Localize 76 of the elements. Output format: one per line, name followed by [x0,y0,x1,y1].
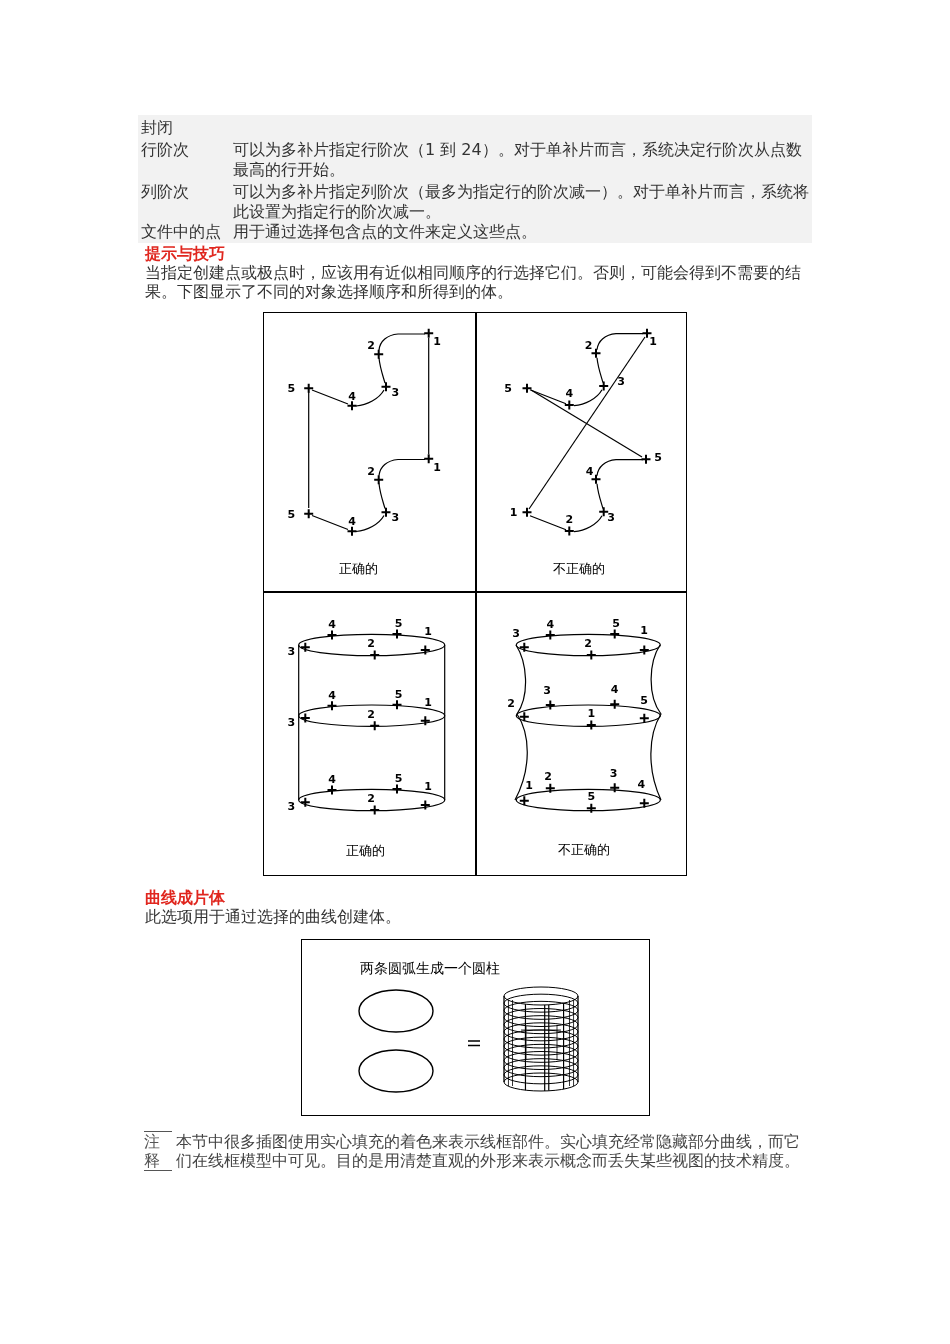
panel-caption: 不正确的 [553,561,605,577]
point-number: 2 [367,792,375,804]
point-number: 2 [584,637,592,649]
point-number: 2 [367,708,375,720]
point-number: 3 [287,800,296,812]
figure-panel [476,312,687,592]
point-number: 3 [391,386,400,398]
point-number: 3 [543,684,551,696]
point-number: 5 [287,508,296,520]
point-number: 1 [424,625,432,637]
point-number: 3 [609,767,618,779]
row-description: 可以为多补片指定行阶次（1 到 24）。对于单补片而言，系统决定行阶次从点数最高的行开始。 [233,140,803,180]
figure-panel [263,592,476,876]
row-label: 封闭 [141,118,173,138]
point-number: 1 [433,335,441,347]
row-label: 文件中的点 [141,222,221,242]
wireframe-cylinder-drawing [503,986,579,1092]
point-number: 3 [607,511,615,523]
point-number: 1 [649,335,657,347]
point-number: 5 [587,790,596,802]
row-description: 用于通过选择包含点的文件来定义这些点。 [233,222,537,242]
point-number: 1 [640,624,648,636]
point-number: 5 [394,617,403,629]
point-number: 4 [565,387,574,399]
point-number: 2 [367,637,375,649]
panel-caption: 正确的 [345,843,385,859]
point-number: 1 [424,780,432,792]
point-number: 4 [348,515,356,527]
point-number: 3 [391,511,400,523]
point-number: 2 [367,465,375,476]
row-label: 行阶次 [141,140,189,160]
point-number: 2 [584,339,593,351]
point-number: 5 [287,382,296,394]
point-number: 4 [348,390,356,402]
point-number: 2 [367,339,375,351]
arc-ellipse [358,1049,434,1093]
note-label: 注释 [144,1131,172,1171]
panel-caption: 正确的 [338,561,378,577]
point-number: 5 [640,694,648,706]
figure-panel [476,592,687,876]
point-number: 3 [287,645,296,657]
point-number: 4 [328,689,336,701]
point-number: 1 [525,779,533,791]
point-number: 3 [617,375,625,387]
point-number: 1 [587,707,596,719]
point-number: 5 [394,688,403,700]
point-number: 4 [328,618,336,630]
point-number: 5 [394,772,403,784]
point-number: 2 [544,770,552,782]
point-number: 1 [433,461,441,472]
body-paragraph: 此选项用于通过选择的曲线创建体。 [145,907,401,926]
point-number: 2 [507,697,515,709]
point-number: 2 [565,513,574,525]
point-number: 4 [585,465,594,477]
figure-title: 两条圆弧生成一个圆柱 [360,960,500,977]
point-number: 1 [424,696,432,708]
point-number: 5 [612,617,620,629]
point-number: 3 [512,627,520,639]
point-number: 1 [509,506,518,518]
body-paragraph: 当指定创建点或极点时，应该用有近似相同顺序的行选择它们。否则，可能会得到不需要的结果。下图显示了不同的对象选择顺序和所得到的体。 [145,263,802,301]
point-number: 3 [287,716,296,728]
row-label: 列阶次 [141,182,189,202]
arc-ellipse [358,989,434,1033]
section-heading: 提示与技巧 [145,244,225,264]
figure-frame [301,939,650,1116]
row-description: 可以为多补片指定列阶次（最多为指定行的阶次减一）。对于单补片而言，系统将此设置为指定行的阶次减一。 [233,182,810,222]
point-number: 4 [637,778,646,790]
figure-panel [263,312,476,592]
note-text: 本节中很多插图使用实心填充的着色来表示线框部件。实心填充经常隐藏部分曲线，而它们在线框模型中可见。目的是用清楚直观的外形来表示概念而丢失某些视图的技术精度。 [176,1132,801,1170]
point-number: 5 [654,451,662,463]
panel-caption: 不正确的 [558,842,610,858]
point-number: 5 [504,382,512,394]
point-number: 4 [546,618,555,630]
point-number: 4 [328,773,336,785]
section-heading: 曲线成片体 [145,888,225,908]
point-number: 4 [610,683,619,695]
